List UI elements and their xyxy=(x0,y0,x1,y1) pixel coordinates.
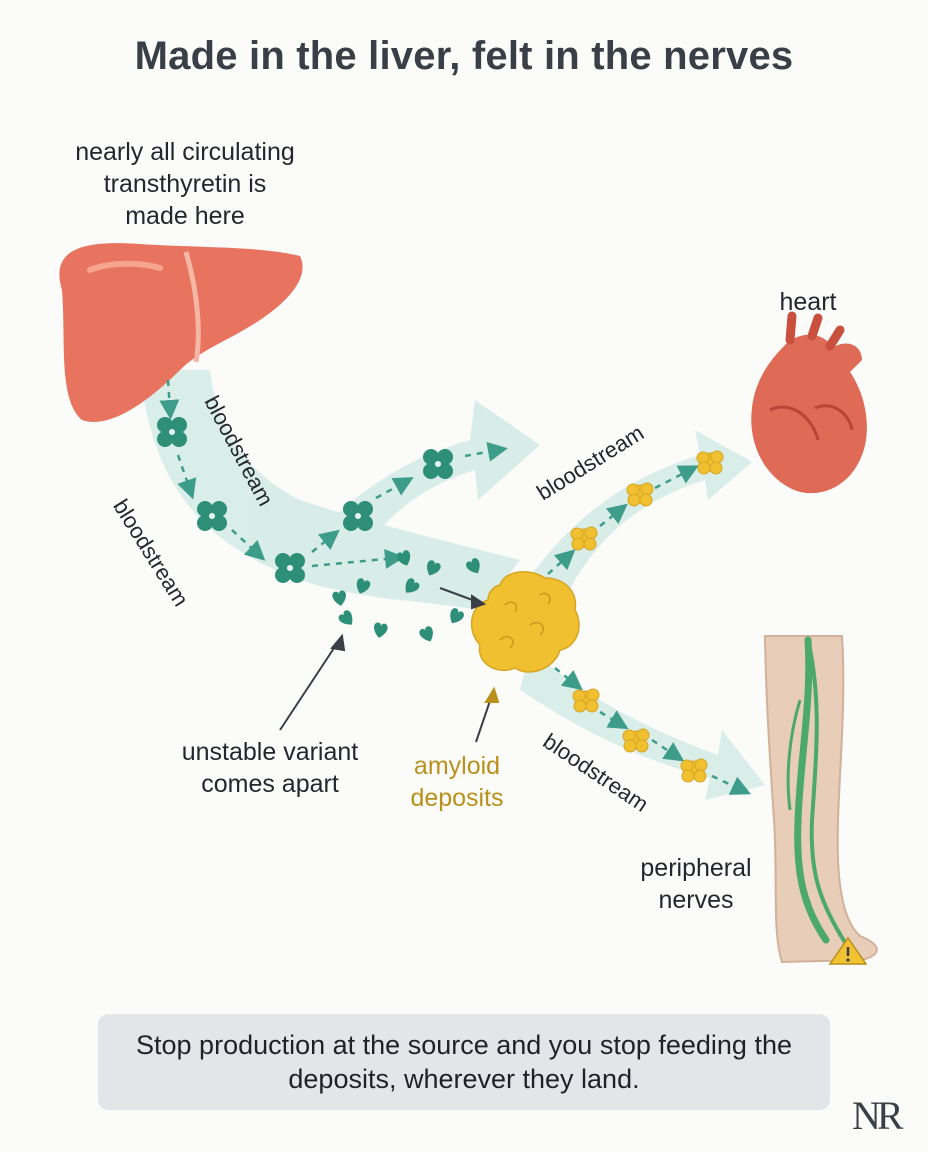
page-title: Made in the liver, felt in the nerves xyxy=(134,34,794,78)
unstable-variant-label: unstable variant comes apart xyxy=(181,738,359,798)
amyloid-deposit xyxy=(470,571,580,673)
summary-note: Stop production at the source and you st… xyxy=(98,1014,830,1110)
heart-label: heart xyxy=(779,288,837,316)
amyloid-deposits-label: amyloid deposits xyxy=(410,752,504,812)
warning-icon xyxy=(828,936,868,965)
heart-illustration xyxy=(751,311,867,494)
liver-label: nearly all circulating transthyretin is … xyxy=(75,138,295,230)
leg-illustration xyxy=(763,635,878,964)
flow-arrows xyxy=(159,379,752,795)
pointer-arrows xyxy=(279,587,500,743)
brand-logo: NR xyxy=(852,1093,904,1138)
peripheral-nerves-label: peripheral nerves xyxy=(640,854,752,914)
summary-note-text: Stop production at the source and you st… xyxy=(136,1030,792,1094)
liver-illustration xyxy=(59,243,303,422)
